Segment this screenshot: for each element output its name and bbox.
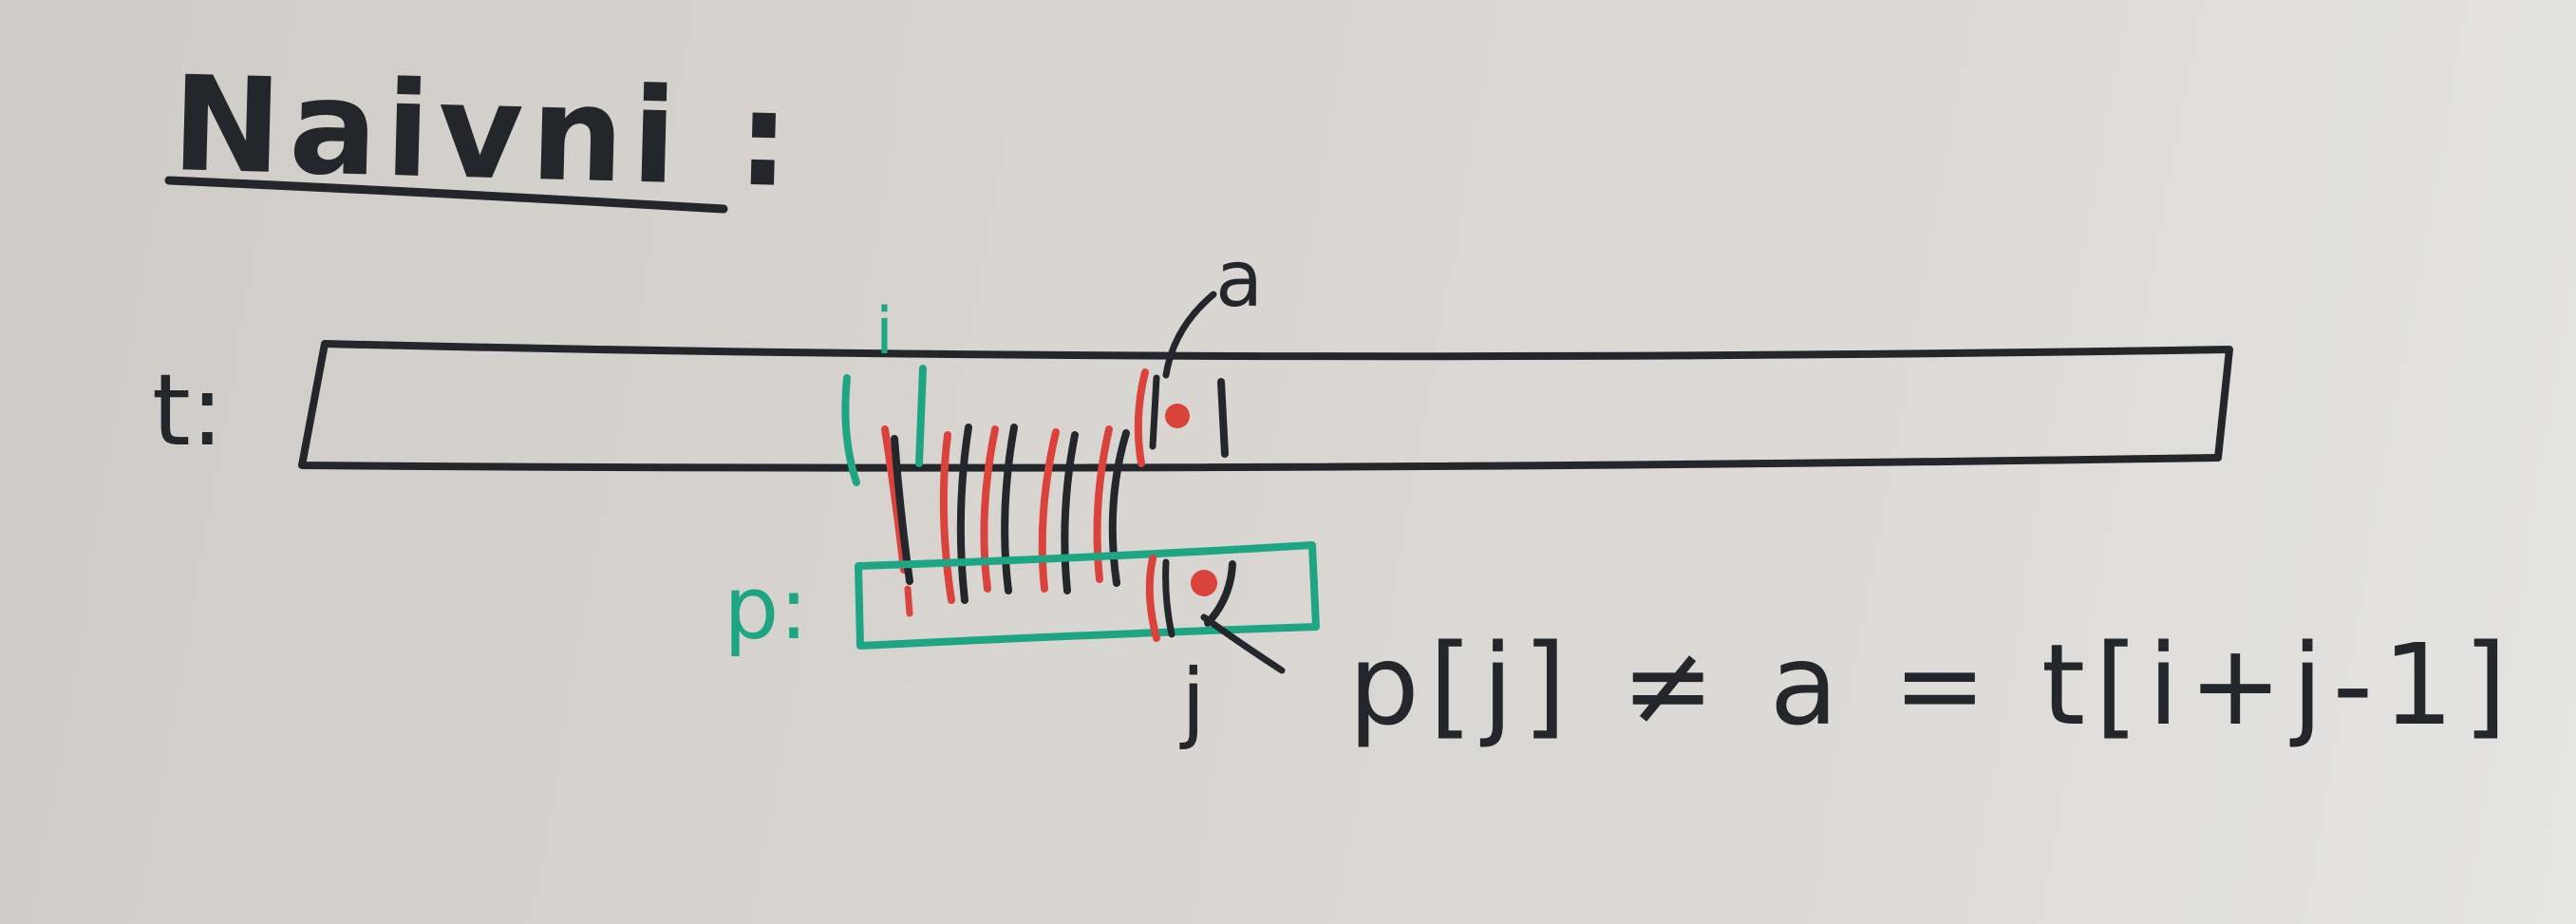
match-stroke <box>881 425 908 574</box>
mismatch-char-label: a <box>1215 235 1263 325</box>
text-array-label: t: <box>152 352 224 468</box>
index-i-bracket-right <box>915 365 927 467</box>
index-i-label: i <box>875 294 893 369</box>
pattern-mismatch-red-mark <box>1145 555 1160 642</box>
title-text: Naivni : <box>170 47 799 217</box>
title-underline <box>164 176 728 214</box>
pattern-start-red-mark <box>904 585 913 617</box>
match-stroke <box>1061 431 1079 594</box>
match-stroke <box>939 431 955 604</box>
text-mismatch-dot <box>1165 404 1190 428</box>
match-stroke <box>1093 425 1113 583</box>
pattern-mismatch-black-mark <box>1162 558 1175 638</box>
match-stroke <box>1001 424 1018 594</box>
index-i-bracket-left <box>841 374 860 486</box>
text-mismatch-red-mark <box>1134 368 1149 467</box>
text-mismatch-black-mark <box>1149 374 1160 450</box>
text-array-box <box>298 340 2233 472</box>
match-stroke <box>980 425 999 593</box>
pattern-mismatch-dot <box>1191 570 1217 596</box>
mismatch-pointer <box>1162 291 1217 379</box>
index-j-label: j <box>1179 651 1206 752</box>
match-stroke <box>1038 428 1060 593</box>
text-mismatch-right-mark <box>1217 378 1229 458</box>
pattern-mismatch-right-mark <box>1204 560 1236 627</box>
match-stroke <box>956 424 972 604</box>
match-stroke <box>1108 429 1130 587</box>
index-j-pointer <box>1200 613 1286 674</box>
pattern-array-box <box>855 541 1320 650</box>
pattern-array-label: p: <box>724 557 808 659</box>
mismatch-formula: p[j] ≠ a = t[i+j-1] <box>1348 619 2516 750</box>
